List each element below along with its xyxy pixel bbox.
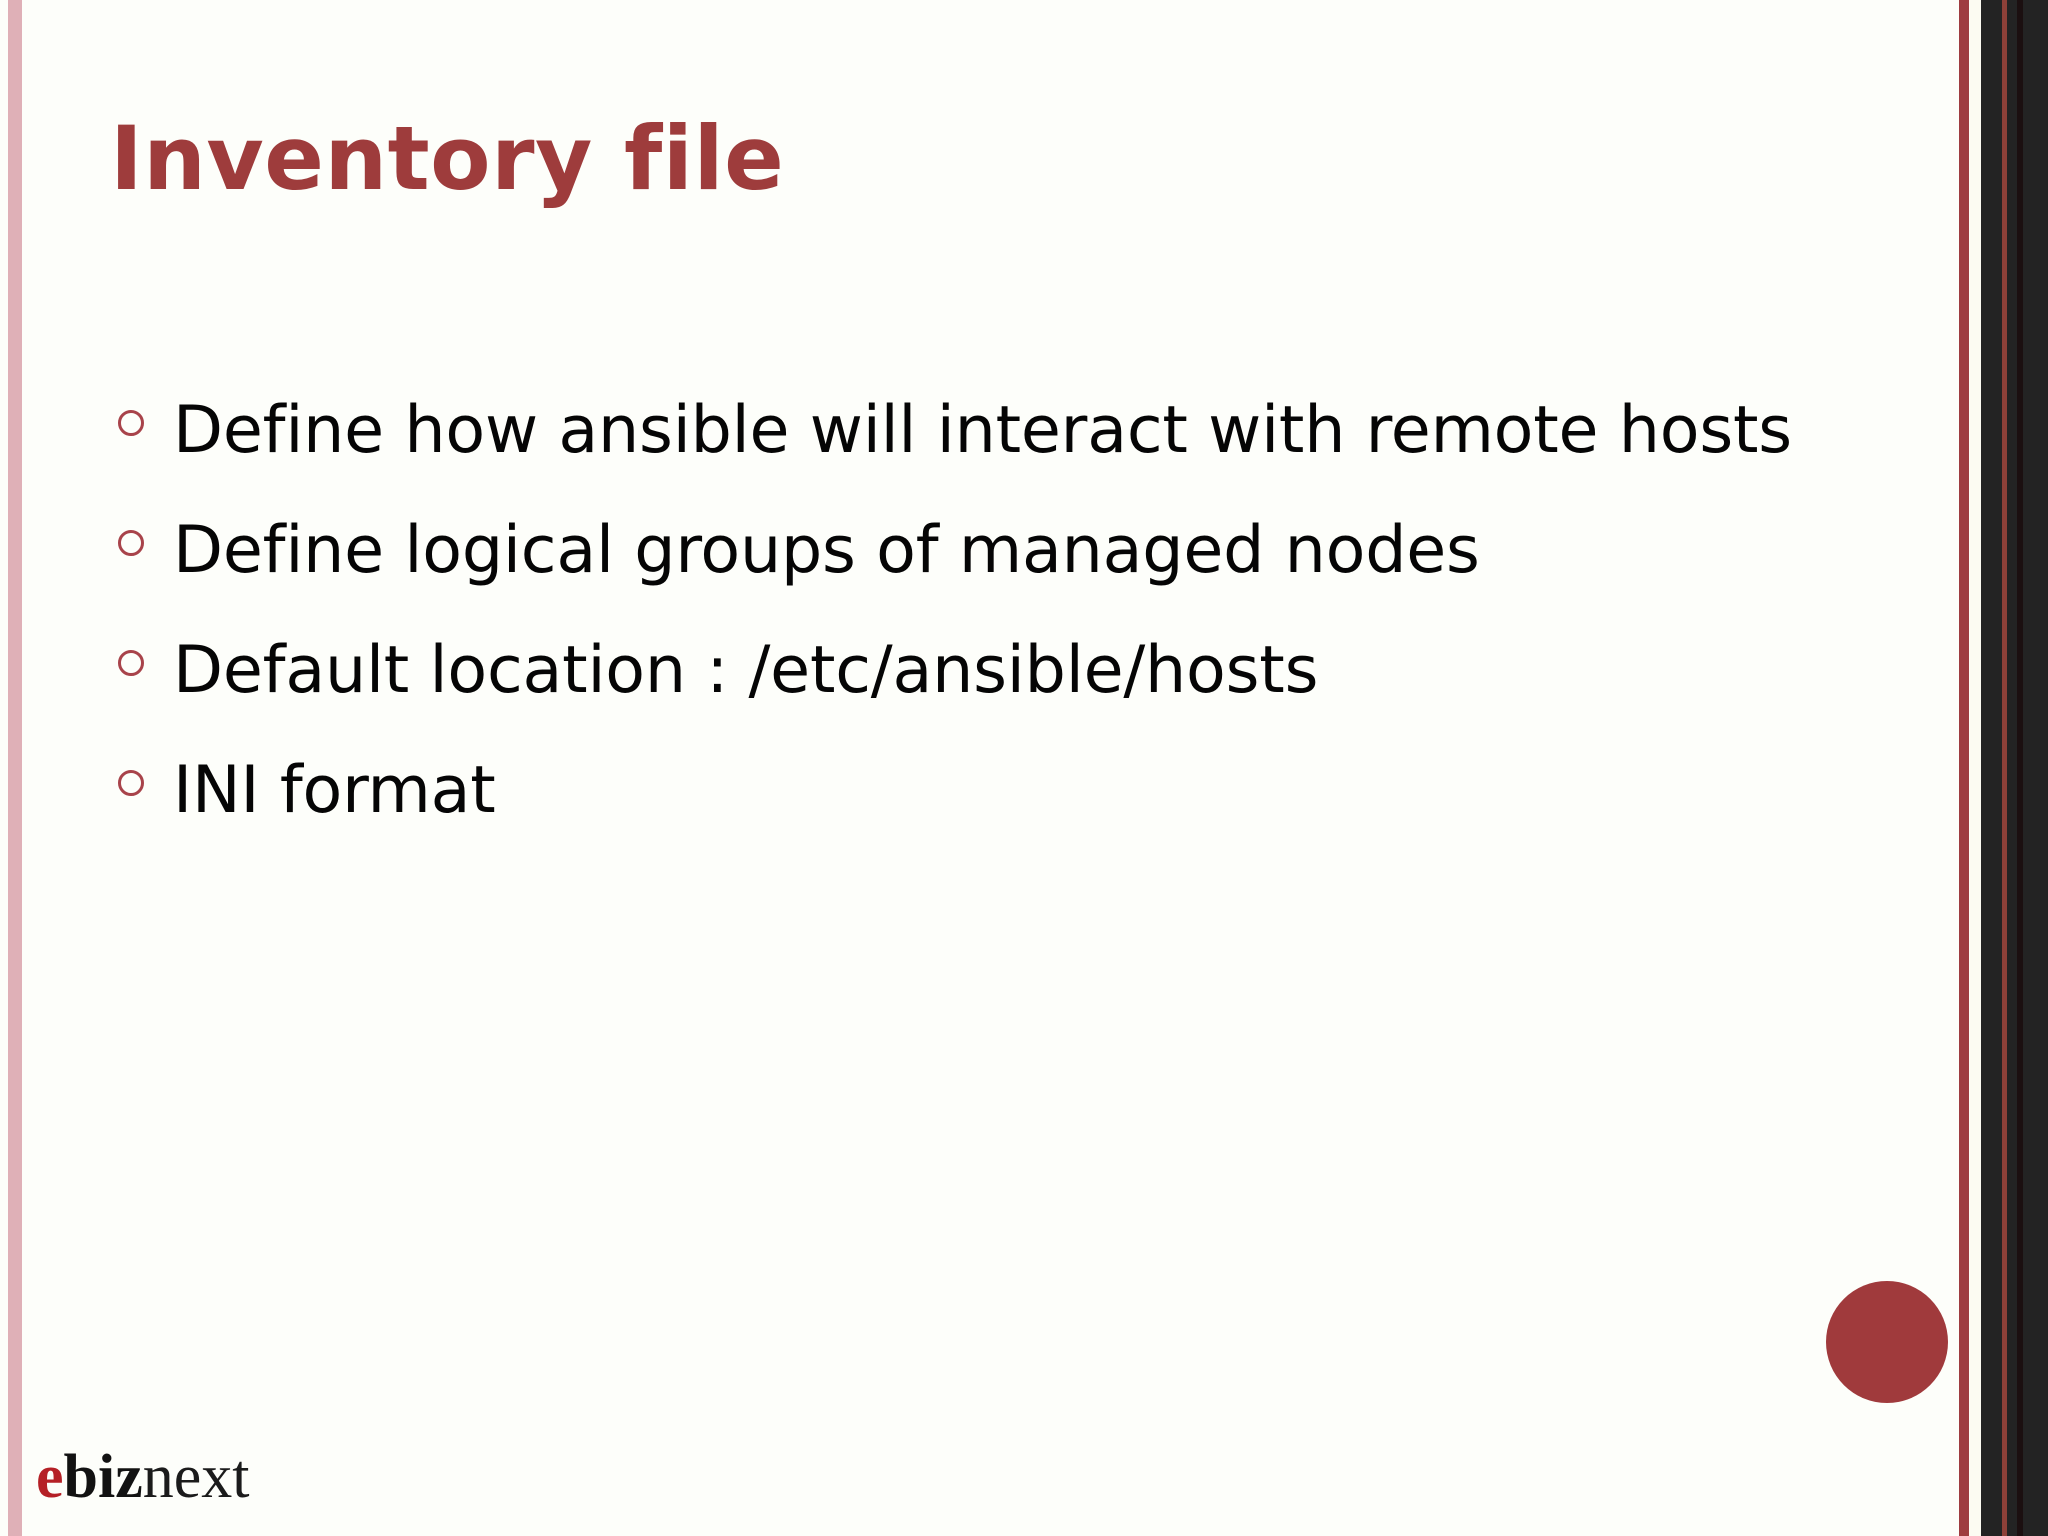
logo-text-biz: biz <box>63 1443 143 1511</box>
list-item: Define how ansible will interact with re… <box>118 398 1878 518</box>
page-title: Inventory file <box>110 106 785 210</box>
list-item: INI format <box>118 758 1878 878</box>
hollow-circle-bullet-icon <box>118 770 144 796</box>
hollow-circle-bullet-icon <box>118 650 144 676</box>
right-white-gap <box>1969 0 1981 1536</box>
list-item-label: Define logical groups of managed nodes <box>173 513 1480 588</box>
logo-letter-e: e <box>36 1443 64 1511</box>
right-dark-band-red-line <box>2002 0 2007 1536</box>
right-red-rule <box>1959 0 1969 1536</box>
list-item-label: Default location : /etc/ansible/hosts <box>173 633 1319 708</box>
list-item-label: INI format <box>173 753 496 828</box>
red-circle-decoration-icon <box>1826 1281 1948 1403</box>
right-dark-band <box>1981 0 2048 1536</box>
list-item-label: Define how ansible will interact with re… <box>173 393 1792 468</box>
left-pink-rule <box>8 0 22 1536</box>
list-item: Define logical groups of managed nodes <box>118 518 1878 638</box>
right-dark-band-dark-line <box>2017 0 2023 1536</box>
ebiznext-logo: ebiznext <box>36 1446 250 1508</box>
logo-text-next: next <box>142 1443 250 1511</box>
hollow-circle-bullet-icon <box>118 410 144 436</box>
bullet-list: Define how ansible will interact with re… <box>118 398 1878 878</box>
list-item: Default location : /etc/ansible/hosts <box>118 638 1878 758</box>
hollow-circle-bullet-icon <box>118 530 144 556</box>
